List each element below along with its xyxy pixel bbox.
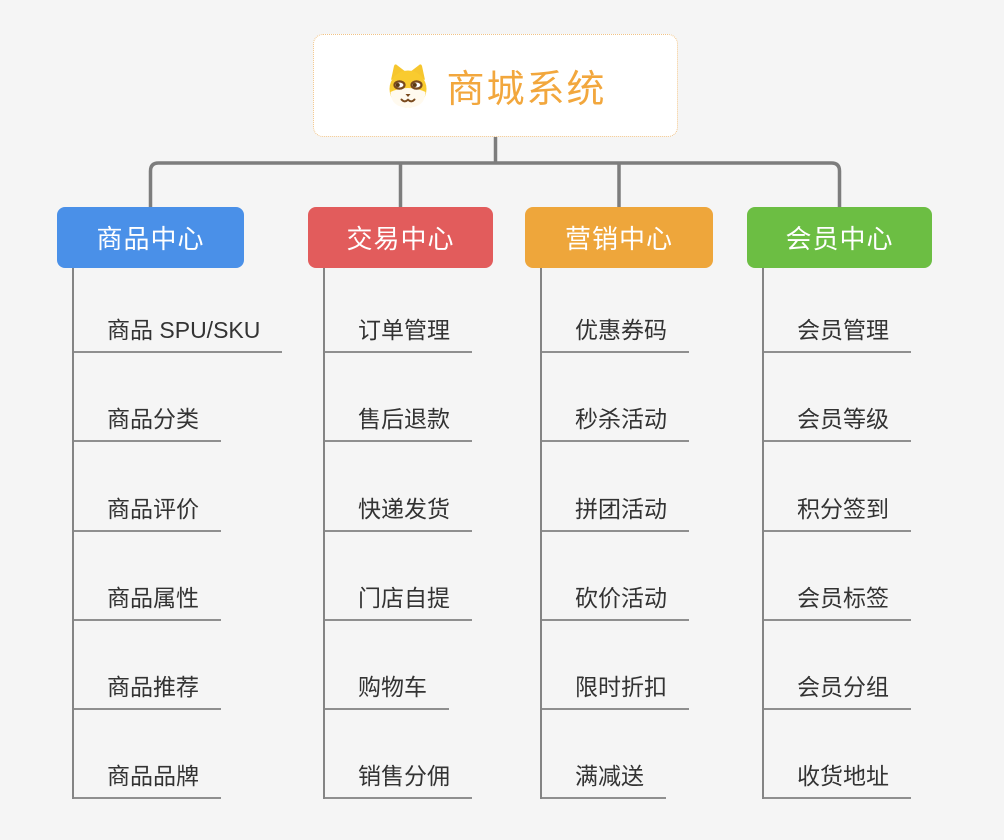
leaf-topic[interactable]: 满减送 bbox=[542, 757, 666, 800]
leaf-item: 商品品牌 bbox=[74, 710, 282, 800]
branch-rail-line bbox=[148, 161, 842, 207]
branch-node-label: 会员中心 bbox=[785, 224, 894, 254]
root-node-label: 商城系统 bbox=[446, 69, 607, 111]
branch-node-member-center[interactable]: 会员中心 bbox=[747, 207, 932, 268]
leaf-topic[interactable]: 限时折扣 bbox=[542, 668, 689, 711]
leaf-item: 商品 SPU/SKU bbox=[74, 266, 283, 353]
leaf-item: 收货地址 bbox=[764, 710, 911, 800]
leaf-item: 会员等级 bbox=[764, 353, 911, 443]
leaf-topic[interactable]: 会员管理 bbox=[764, 311, 911, 353]
leaf-item: 商品评价 bbox=[74, 442, 282, 532]
leaf-topic[interactable]: 售后退款 bbox=[325, 400, 472, 443]
leaf-item: 积分签到 bbox=[764, 442, 911, 532]
branch-node-trade-center[interactable]: 交易中心 bbox=[308, 207, 493, 268]
shiba-dog-face-icon bbox=[389, 64, 427, 108]
leaf-item: 门店自提 bbox=[325, 532, 472, 621]
leaf-item: 会员标签 bbox=[764, 532, 911, 621]
leaf-topic[interactable]: 会员分组 bbox=[764, 668, 911, 711]
leaf-topic[interactable]: 会员等级 bbox=[764, 400, 911, 443]
leaf-item: 售后退款 bbox=[325, 353, 472, 443]
leaf-topic[interactable]: 拼团活动 bbox=[542, 490, 689, 532]
root-node-mall-system[interactable]: 商城系统 bbox=[313, 34, 678, 137]
leaf-item: 快递发货 bbox=[325, 442, 472, 532]
leaf-topic[interactable]: 商品 SPU/SKU bbox=[74, 311, 283, 353]
leaf-item: 优惠券码 bbox=[542, 266, 689, 353]
leaf-item: 商品推荐 bbox=[74, 621, 282, 711]
leaf-topic[interactable]: 商品品牌 bbox=[74, 757, 221, 800]
leaf-item: 购物车 bbox=[325, 621, 472, 711]
leaf-topic[interactable]: 商品属性 bbox=[74, 579, 221, 621]
leaf-item: 满减送 bbox=[542, 710, 689, 800]
leaf-column-product-center: 商品 SPU/SKU 商品分类 商品评价 商品属性 商品推荐 商品品牌 bbox=[72, 266, 283, 800]
leaf-topic[interactable]: 快递发货 bbox=[325, 490, 472, 532]
leaf-topic[interactable]: 会员标签 bbox=[764, 579, 911, 621]
leaf-item: 会员管理 bbox=[764, 266, 911, 353]
leaf-item: 商品属性 bbox=[74, 532, 282, 621]
leaf-item: 订单管理 bbox=[325, 266, 472, 353]
branch-node-product-center[interactable]: 商品中心 bbox=[57, 207, 244, 268]
leaf-topic[interactable]: 商品评价 bbox=[74, 490, 221, 532]
leaf-column-marketing-center: 优惠券码 秒杀活动 拼团活动 砍价活动 限时折扣 满减送 bbox=[540, 266, 689, 800]
leaf-topic[interactable]: 优惠券码 bbox=[542, 311, 689, 353]
leaf-item: 会员分组 bbox=[764, 621, 911, 711]
leaf-topic[interactable]: 购物车 bbox=[325, 668, 449, 711]
leaf-item: 限时折扣 bbox=[542, 621, 689, 711]
leaf-column-member-center: 会员管理 会员等级 积分签到 会员标签 会员分组 收货地址 bbox=[762, 266, 911, 800]
leaf-item: 秒杀活动 bbox=[542, 353, 689, 443]
branch-node-label: 交易中心 bbox=[346, 224, 455, 254]
leaf-topic[interactable]: 砍价活动 bbox=[542, 579, 689, 621]
branch-node-marketing-center[interactable]: 营销中心 bbox=[525, 207, 713, 268]
leaf-topic[interactable]: 积分签到 bbox=[764, 490, 911, 532]
leaf-topic[interactable]: 销售分佣 bbox=[325, 757, 472, 800]
leaf-topic[interactable]: 秒杀活动 bbox=[542, 400, 689, 443]
leaf-item: 商品分类 bbox=[74, 353, 282, 443]
leaf-item: 拼团活动 bbox=[542, 442, 689, 532]
branch-node-label: 商品中心 bbox=[96, 224, 205, 254]
leaf-column-trade-center: 订单管理 售后退款 快递发货 门店自提 购物车 销售分佣 bbox=[323, 266, 472, 800]
leaf-topic[interactable]: 收货地址 bbox=[764, 757, 911, 800]
leaf-item: 砍价活动 bbox=[542, 532, 689, 621]
leaf-topic[interactable]: 订单管理 bbox=[325, 311, 472, 353]
leaf-topic[interactable]: 门店自提 bbox=[325, 579, 472, 621]
leaf-item: 销售分佣 bbox=[325, 710, 472, 800]
leaf-topic[interactable]: 商品推荐 bbox=[74, 668, 221, 711]
leaf-topic[interactable]: 商品分类 bbox=[74, 400, 221, 443]
branch-node-label: 营销中心 bbox=[564, 224, 673, 254]
